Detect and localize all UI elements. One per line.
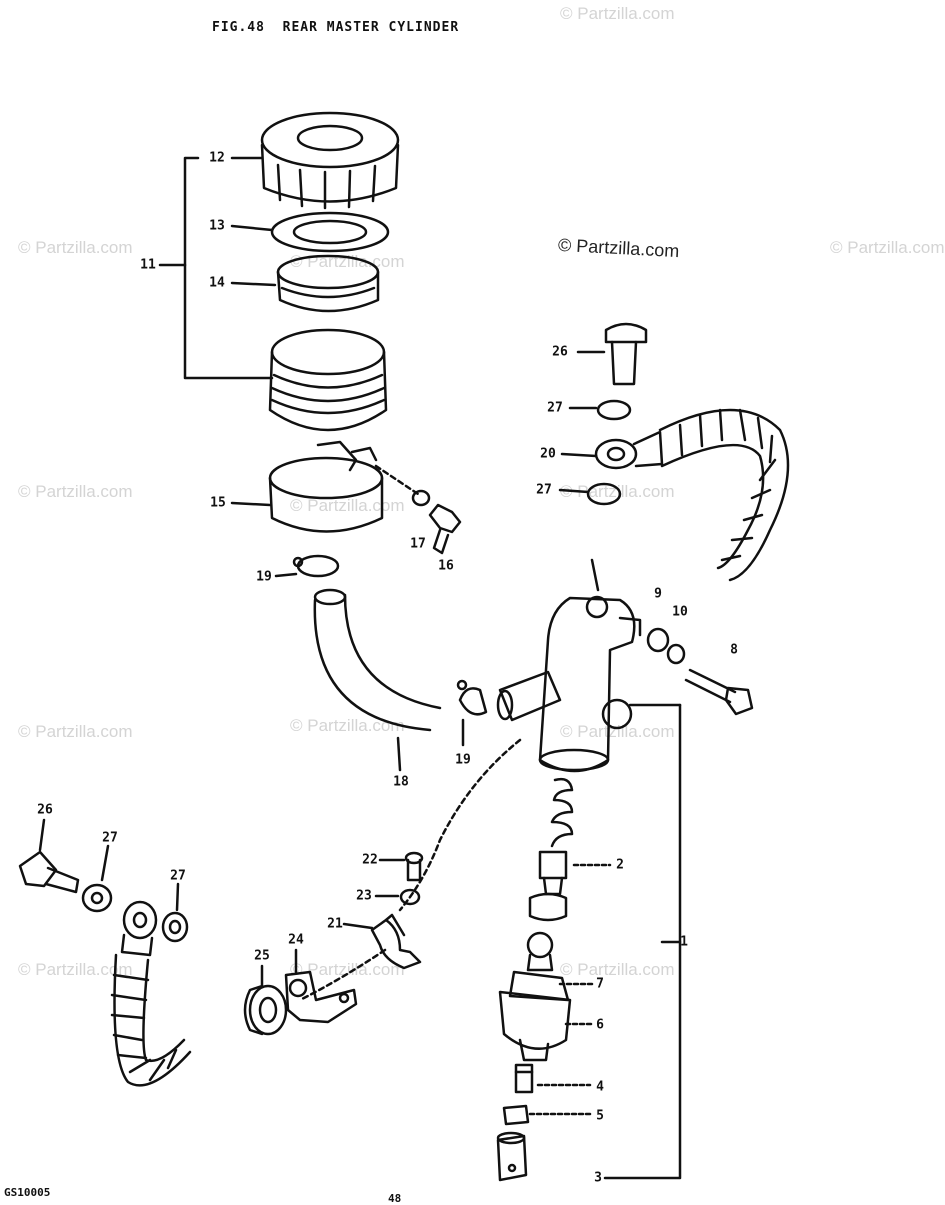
bracket-line	[183, 156, 274, 380]
leader-line	[100, 844, 110, 882]
watermark: © Partzilla.com	[290, 960, 405, 979]
page-number: 48	[388, 1192, 402, 1205]
watermark: © Partzilla.com	[560, 4, 675, 23]
leader-line	[396, 736, 402, 772]
hose-clamp-part	[456, 679, 488, 716]
banjo-bolt-part	[604, 322, 648, 386]
callout-15: 15	[210, 495, 226, 511]
bracket-line	[603, 703, 682, 1180]
watermark: © Partzilla.com	[560, 960, 675, 979]
leader-line	[342, 922, 374, 930]
watermark: © Partzilla.com	[18, 960, 133, 979]
washer-part	[586, 482, 622, 506]
callout-2: 2	[616, 857, 624, 873]
nut-part	[502, 1104, 530, 1126]
dashed-path	[298, 948, 387, 1002]
leader-line	[230, 501, 272, 507]
washer-part	[81, 883, 113, 913]
callout-27-lower: 27	[102, 830, 118, 846]
leader-line	[230, 281, 277, 287]
master-cylinder-body-part	[496, 595, 642, 773]
washer-part	[646, 627, 670, 653]
leader-line	[38, 818, 46, 852]
piston-part	[498, 931, 572, 1062]
callout-23: 23	[356, 888, 372, 904]
callout-27-b: 27	[536, 482, 552, 498]
parts-diagram-page: FIG.48 REAR MASTER CYLINDER © Partzilla.…	[4, 4, 945, 1205]
callout-19-lower: 19	[455, 752, 471, 768]
callout-13: 13	[209, 218, 225, 234]
washer-part	[596, 399, 632, 421]
exploded-diagram	[18, 111, 790, 1182]
leader-line	[590, 558, 600, 592]
diaphragm-part	[276, 254, 380, 313]
callout-11: 11	[140, 257, 156, 273]
reservoir-body-part	[268, 328, 388, 472]
bolt-part	[428, 503, 462, 555]
reservoir-hose-part	[313, 593, 442, 732]
banjo-bolt-part	[18, 850, 80, 894]
watermark: © Partzilla.com	[560, 722, 675, 741]
callout-26: 26	[552, 344, 568, 360]
diagram-code: GS10005	[4, 1186, 51, 1199]
callout-25: 25	[254, 948, 270, 964]
hose-bracket-part	[284, 970, 358, 1024]
leader-line	[230, 224, 274, 232]
callout-20: 20	[540, 446, 556, 462]
bolt-part	[404, 851, 424, 882]
dashed-path	[398, 738, 522, 912]
reservoir-cap-part	[260, 111, 400, 210]
callout-19: 19	[256, 569, 272, 585]
callout-14: 14	[209, 275, 225, 291]
rod-joint-part	[496, 1131, 528, 1182]
leader-line	[560, 452, 598, 458]
watermark: © Partzilla.com	[290, 496, 405, 515]
callout-16: 16	[438, 558, 454, 574]
washer-part	[161, 911, 189, 943]
figure-title: FIG.48 REAR MASTER CYLINDER	[212, 20, 460, 35]
hose-guide-clamp-part	[370, 913, 422, 970]
callout-18: 18	[393, 774, 409, 790]
watermark: © Partzilla.com	[18, 482, 133, 501]
callout-1: 1	[680, 934, 688, 950]
callout-5: 5	[596, 1108, 604, 1124]
watermark: © Partzilla.com	[18, 238, 133, 257]
callout-22: 22	[362, 852, 378, 868]
brake-hose-part	[110, 900, 192, 1087]
watermark: © Partzilla.com	[18, 722, 133, 741]
callout-3: 3	[594, 1170, 602, 1186]
callout-24: 24	[288, 932, 304, 948]
washer-part	[666, 643, 686, 665]
callout-27-lower-b: 27	[170, 868, 186, 884]
leader-line	[558, 488, 590, 494]
callout-10: 10	[672, 604, 688, 620]
callout-12: 12	[209, 150, 225, 166]
callout-27: 27	[547, 400, 563, 416]
callout-8: 8	[730, 642, 738, 658]
callout-6: 6	[596, 1017, 604, 1033]
callout-26-lower: 26	[37, 802, 53, 818]
washer-part	[411, 489, 431, 507]
leader-line	[274, 572, 298, 578]
washer-part	[399, 888, 421, 906]
plate-part	[270, 211, 390, 253]
brake-hose-part	[594, 408, 790, 582]
spring-part	[528, 777, 574, 922]
callout-9: 9	[654, 586, 662, 602]
bolt-part	[684, 668, 754, 716]
band-part	[268, 456, 384, 533]
watermark: © Partzilla.com	[830, 238, 945, 257]
grommet-part	[243, 984, 288, 1036]
dashed-path	[374, 464, 420, 496]
callout-21: 21	[327, 916, 343, 932]
watermark: © Partzilla.com	[290, 716, 405, 735]
callout-17: 17	[410, 536, 426, 552]
callout-4: 4	[596, 1079, 604, 1095]
callout-7: 7	[596, 976, 604, 992]
push-rod-part	[514, 1063, 534, 1094]
hose-clamp-part	[292, 554, 340, 578]
leader-line	[175, 882, 180, 912]
